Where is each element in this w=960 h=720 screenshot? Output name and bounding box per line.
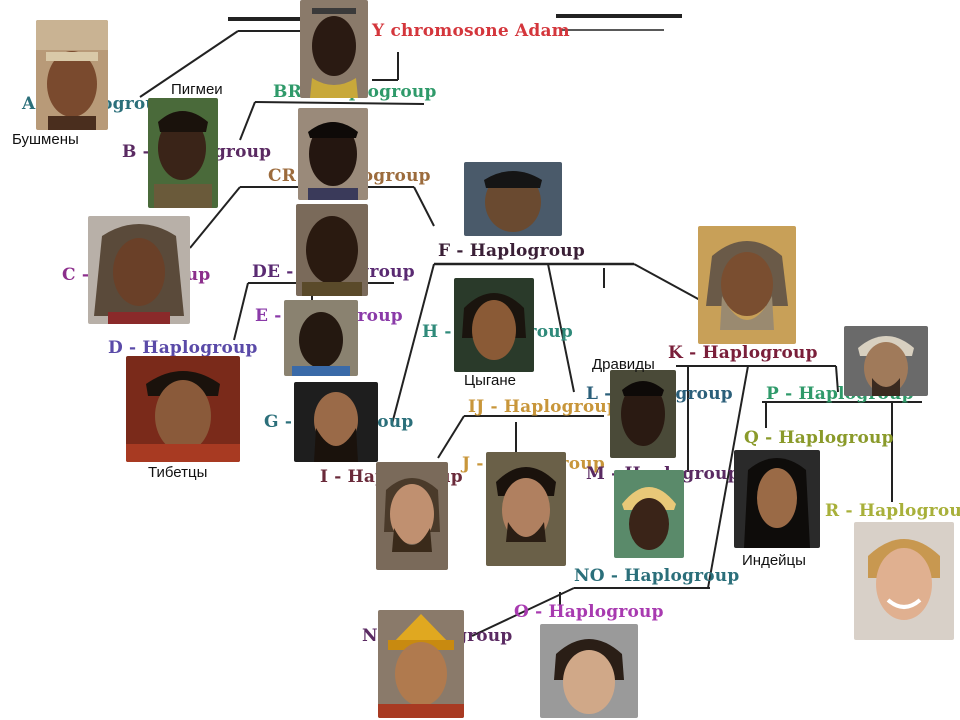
caption-gypsies: Цыгане — [464, 372, 516, 389]
portrait-e-photo — [284, 300, 358, 376]
haplogroup-k-label: K - Haplogroup — [668, 343, 818, 363]
portrait-p-photo — [844, 326, 928, 396]
portrait-de-photo — [296, 204, 368, 296]
caption-pygmies: Пигмеи — [171, 81, 223, 98]
portrait-bushman-photo — [36, 20, 108, 130]
portrait-f-photo — [464, 162, 562, 236]
portrait-g-photo — [294, 382, 378, 462]
haplogroup-r-label: R - Haplogroup — [825, 501, 960, 521]
haplogroup-f-label: F - Haplogroup — [438, 241, 585, 261]
portrait-aboriginal-c-photo — [88, 216, 190, 324]
portrait-i-photo — [376, 462, 448, 570]
portrait-m-photo — [614, 470, 684, 558]
caption-indians: Индейцы — [742, 552, 806, 569]
portrait-gypsy-photo — [454, 278, 534, 372]
haplogroup-no-label: NO - Haplogroup — [574, 566, 740, 586]
root-label-y-chromosome-adam: Y chromosone Adam — [372, 21, 570, 41]
portrait-dravidian-photo — [610, 370, 676, 458]
portrait-k-photo — [698, 226, 796, 344]
portrait-cr-photo — [298, 108, 368, 200]
haplogroup-ij-label: IJ - Haplogroup — [468, 397, 620, 417]
portrait-tibetan-photo — [126, 356, 240, 462]
portrait-o-photo — [540, 624, 638, 718]
portrait-adam-photo — [300, 0, 368, 98]
portrait-n-photo — [378, 610, 464, 718]
haplogroup-d-label: D - Haplogroup — [108, 338, 258, 358]
portrait-pygmy-photo — [148, 98, 218, 208]
caption-dravidians: Дравиды — [592, 356, 655, 373]
haplogroup-o-label: O - Haplogroup — [514, 602, 664, 622]
caption-tibetans: Тибетцы — [148, 464, 208, 481]
portrait-indian-photo — [734, 450, 820, 548]
caption-bushmen: Бушмены — [12, 131, 79, 148]
portrait-j-photo — [486, 452, 566, 566]
haplogroup-q-label: Q - Haplogroup — [744, 428, 894, 448]
portrait-r-photo — [854, 522, 954, 640]
